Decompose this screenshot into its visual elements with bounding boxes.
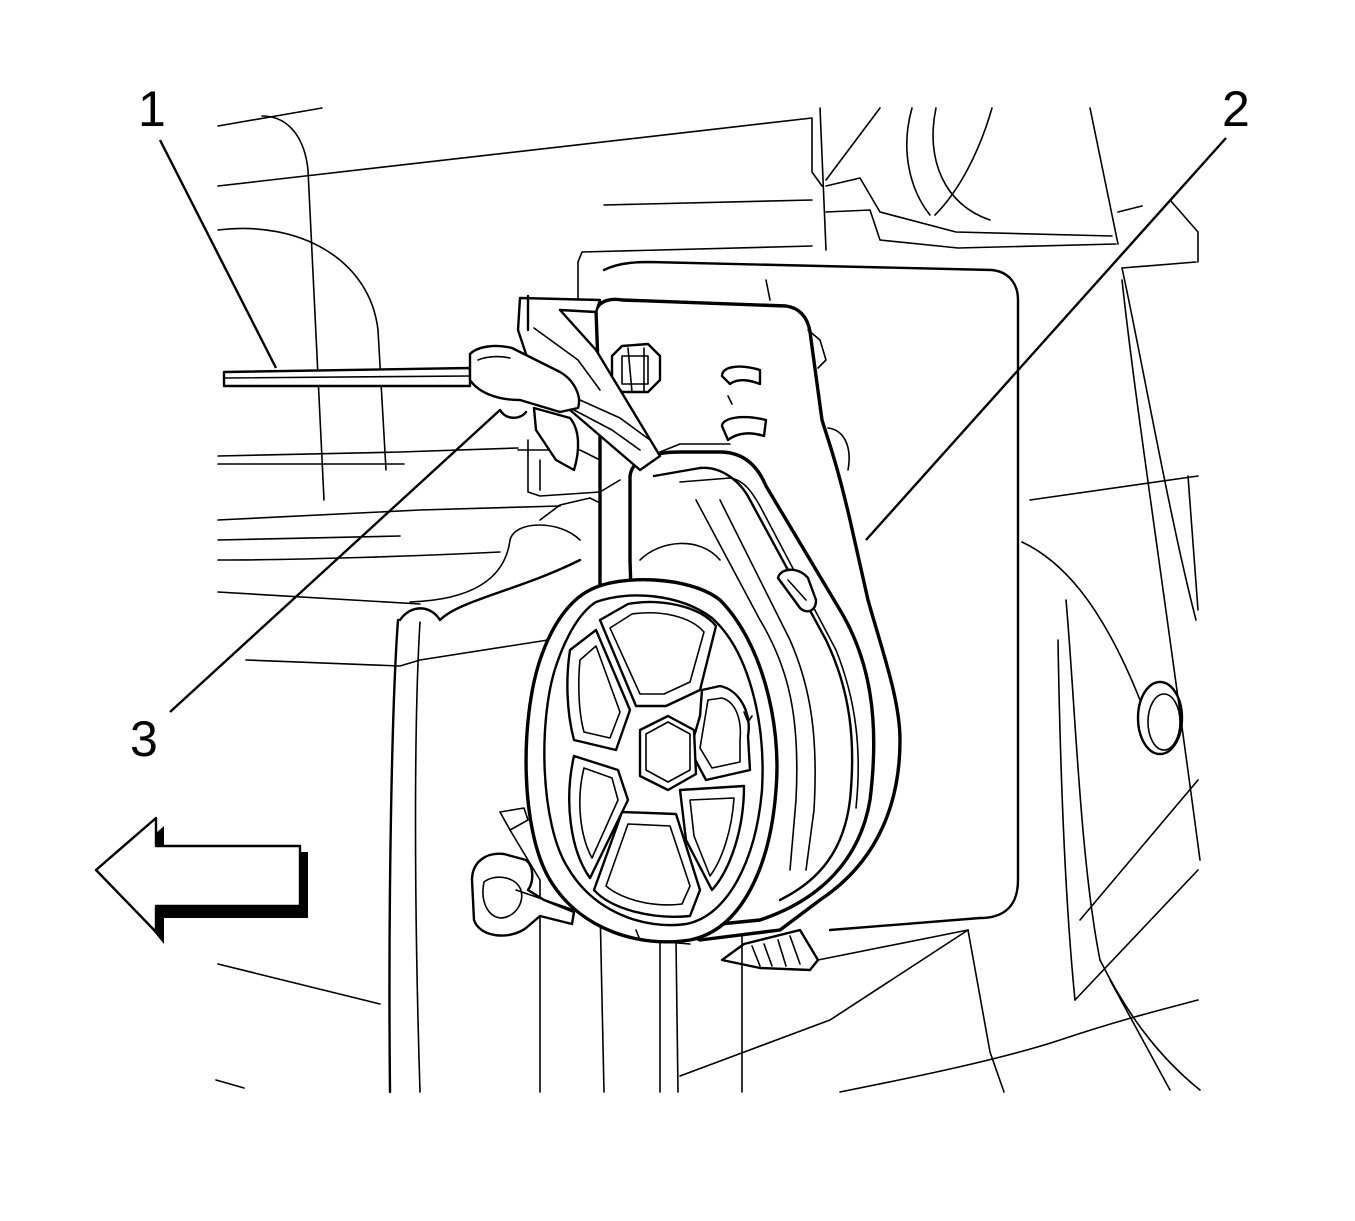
- lower-bracket: [720, 928, 969, 972]
- leader-line-2: [865, 137, 1227, 541]
- callout-3: 3: [130, 711, 158, 767]
- leader-line-3: [169, 409, 501, 713]
- vehicle-body-structure: [215, 107, 1201, 1094]
- mounting-plate: [577, 245, 1020, 932]
- cable-end-fitting: [468, 294, 662, 497]
- release-cable: [222, 366, 576, 937]
- leader-line-1: [158, 139, 278, 369]
- leader-lines: [158, 137, 1227, 713]
- callout-2: 2: [1222, 81, 1250, 137]
- callout-1: 1: [138, 81, 166, 137]
- left-arrow-icon: [94, 816, 308, 944]
- cable-spool: [524, 577, 779, 945]
